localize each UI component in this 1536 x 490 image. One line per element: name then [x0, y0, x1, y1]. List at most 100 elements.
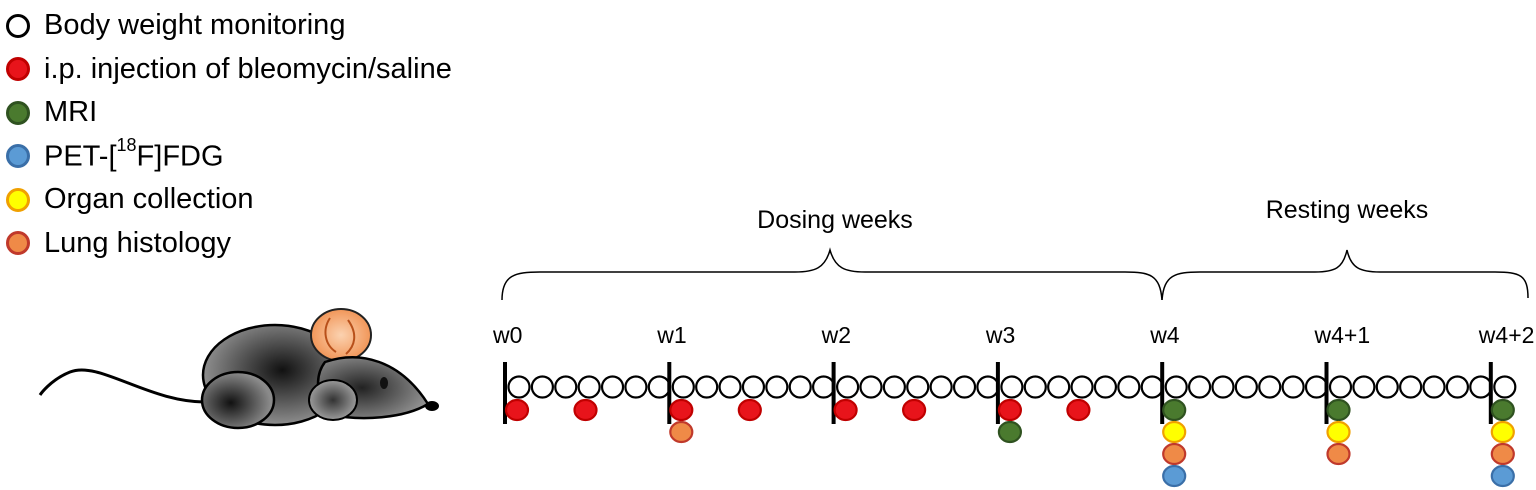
body-weight-circle	[1422, 375, 1446, 399]
body-weight-circle	[554, 375, 578, 399]
week-label: w4	[1149, 322, 1180, 348]
body-weight-circle	[671, 375, 695, 399]
injection-circle-icon	[6, 57, 30, 82]
legend-item-injection: i.p. injection of bleomycin/saline	[6, 48, 452, 92]
body-weight-circle	[952, 375, 977, 399]
body-weight-circle	[507, 375, 531, 399]
body-weight-circle	[1211, 375, 1235, 399]
mouse-hip	[200, 370, 276, 430]
body-weight-circle	[577, 375, 601, 399]
pet-marker	[1162, 464, 1187, 488]
body-weight-circle	[1375, 375, 1399, 399]
mri-marker	[1162, 398, 1187, 422]
body-weight-circle	[788, 375, 812, 399]
body-weight-circle	[976, 375, 1000, 399]
body-weight-circle	[882, 375, 906, 399]
body-weight-circle	[1469, 375, 1493, 399]
mri-marker	[997, 420, 1023, 444]
mri-marker	[1326, 398, 1351, 422]
histology-marker	[1490, 442, 1515, 466]
body-weight-circle	[530, 375, 554, 399]
mri-marker	[1490, 398, 1515, 422]
phase-label-dosing: Dosing weeks	[757, 206, 913, 234]
body-weight-circle	[1140, 375, 1164, 399]
body-weight-circle	[1000, 375, 1024, 399]
mouse-tail	[38, 368, 211, 404]
body-weight-circle	[647, 375, 671, 399]
legend-label: MRI	[44, 96, 98, 129]
legend-label: Body weight monitoring	[44, 9, 346, 42]
injection-marker	[833, 398, 858, 422]
body-weight-circle	[1047, 375, 1071, 399]
week-label: w2	[821, 322, 851, 348]
legend-label: Lung histology	[44, 226, 232, 259]
body-weight-circle	[1234, 375, 1258, 399]
injection-marker	[1066, 398, 1091, 422]
mouse-illustration	[38, 308, 439, 430]
body-weight-circle	[1445, 375, 1470, 399]
legend-item-histology: Lung histology	[6, 222, 452, 266]
mri-circle-icon	[6, 100, 30, 125]
mouse-ear	[310, 308, 372, 362]
week-label: w4+2	[1478, 322, 1535, 348]
histology-marker	[1162, 442, 1187, 466]
organ-marker	[1326, 420, 1351, 444]
resting-weeks-brace	[1161, 249, 1529, 301]
histology-marker	[669, 420, 694, 444]
body-weight-circle	[600, 375, 625, 399]
week-label: w0	[492, 322, 522, 348]
body-weight-circle	[811, 375, 836, 399]
body-weight-circle	[1117, 375, 1141, 399]
histology-circle-icon	[6, 231, 30, 256]
legend-item-mri: MRI	[6, 91, 452, 135]
organ-marker	[1490, 420, 1515, 444]
legend-item-body-weight: Body weight monitoring	[6, 4, 452, 48]
body-weight-circle	[1352, 375, 1376, 399]
week-label: w1	[656, 322, 686, 348]
body-weight-circle	[1070, 375, 1094, 399]
body-weight-circle	[741, 375, 766, 399]
pet-marker	[1490, 464, 1515, 488]
legend: Body weight monitoring i.p. injection of…	[6, 4, 452, 265]
body-weight-circle	[624, 375, 648, 399]
body-weight-circle	[1281, 375, 1305, 399]
body-weight-circle	[906, 375, 930, 399]
injection-marker	[669, 398, 694, 422]
body-weight-circle	[859, 375, 883, 399]
body-weight-circle	[929, 375, 953, 399]
body-weight-circle	[835, 375, 860, 399]
body-weight-circle	[695, 375, 719, 399]
legend-label: PET-[18F]FDG	[44, 135, 224, 174]
body-weight-circle	[1328, 375, 1353, 399]
histology-marker	[1326, 442, 1351, 466]
phase-label-resting: Resting weeks	[1266, 196, 1429, 224]
legend-label: Organ collection	[44, 183, 254, 216]
legend-label: i.p. injection of bleomycin/saline	[44, 52, 452, 85]
legend-item-pet: PET-[18F]FDG	[6, 135, 452, 179]
mouse-nose	[425, 401, 439, 411]
mouse-eye	[380, 377, 388, 389]
week-label: w4+1	[1314, 322, 1371, 348]
injection-marker	[902, 398, 927, 422]
body-weight-circle	[1187, 375, 1212, 399]
week-label: w3	[985, 322, 1015, 348]
body-weight-circle	[718, 375, 742, 399]
injection-marker	[997, 398, 1023, 422]
body-weight-circle	[1093, 375, 1118, 399]
body-weight-circle	[1164, 375, 1188, 399]
organ-circle-icon	[6, 187, 30, 212]
timeline: w0 w1 w2 w3 w4 w4+1 w4+2	[492, 322, 1535, 488]
pet-circle-icon	[6, 144, 30, 169]
injection-marker	[504, 398, 530, 422]
injection-marker	[737, 398, 762, 422]
body-weight-circle	[1399, 375, 1423, 399]
mouse-paw	[308, 379, 358, 421]
legend-item-organ: Organ collection	[6, 178, 452, 222]
body-weight-circle	[1304, 375, 1329, 399]
body-weight-circle	[1258, 375, 1282, 399]
injection-marker	[573, 398, 598, 422]
body-weight-circle	[1493, 375, 1517, 399]
body-weight-circle-icon	[6, 13, 30, 38]
dosing-weeks-brace	[501, 247, 1163, 301]
